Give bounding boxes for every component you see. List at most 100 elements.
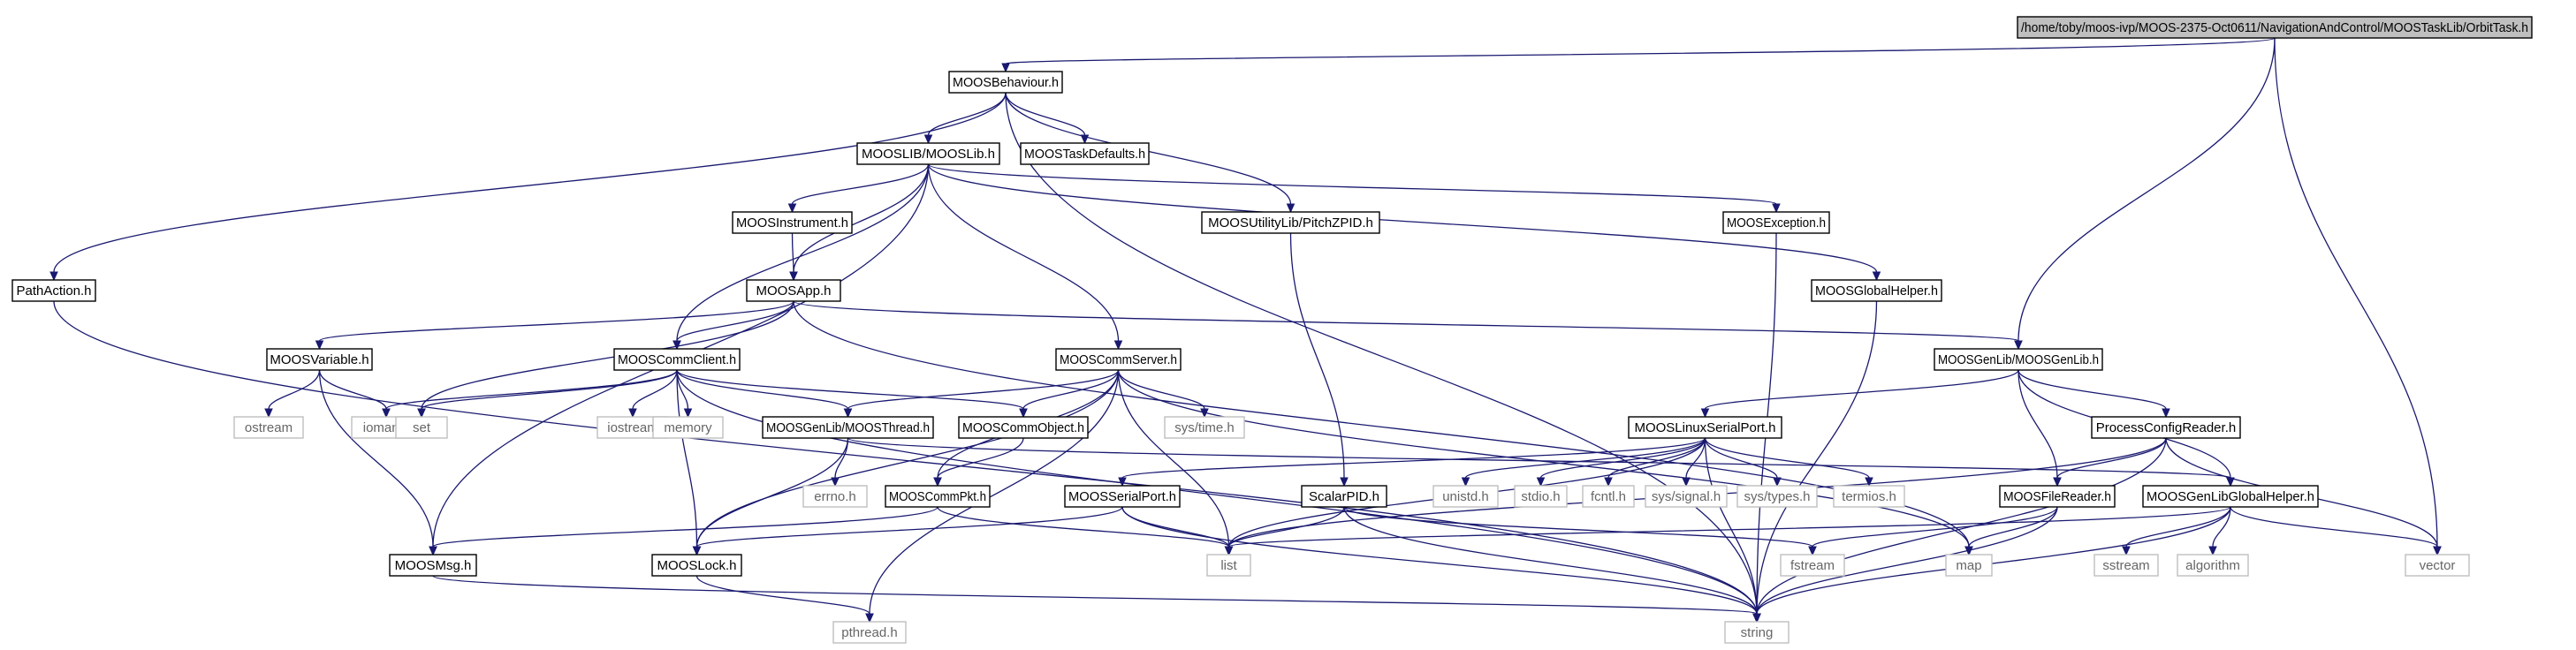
edge-commserver-to-thread [843,369,1120,419]
node-box [11,279,96,302]
edge-line [676,369,698,548]
edge-line [927,163,1120,342]
edges-layer [49,37,2442,624]
node-label: iostream [607,420,658,435]
edge-line [1022,369,1120,410]
node-box [1432,485,1499,508]
edge-line [1812,506,2058,548]
edge-arrowhead [417,408,426,419]
edge-moostasklib-to-commserver [927,163,1123,351]
node-commserver[interactable]: MOOSCommServer.h [1055,348,1182,371]
node-label: pthread.h [841,625,897,640]
edge-arrowhead [2208,546,2217,556]
node-mooslock[interactable]: MOOSLock.h [651,554,742,577]
edge-thread-to-errno [831,437,849,488]
edge-mooslock-to-pthread [695,575,874,624]
node-box [1722,211,1830,234]
edge-line [2274,37,2438,548]
node-scalarpid[interactable]: ScalarPID.h [1301,485,1387,508]
edge-arrowhead [672,340,681,351]
edge-arrowhead [2162,408,2170,419]
node-globalhelper[interactable]: MOOSGlobalHelper.h [1811,279,1942,302]
edge-arrowhead [315,340,324,351]
edge-line [1227,506,2231,548]
node-box [732,211,853,234]
node-processconfig[interactable]: ProcessConfigReader.h [2091,416,2241,439]
edge-line [1005,92,1758,615]
edge-arrowhead [1340,477,1349,488]
edge-line [1704,369,2019,410]
edge-pitchzpid-to-scalarpid [1289,232,1349,488]
node-app[interactable]: MOOSApp.h [746,279,841,302]
node-linuxserial[interactable]: MOOSLinuxSerialPort.h [1628,416,1782,439]
edge-line [1121,506,1230,548]
node-box [1301,485,1387,508]
node-pathaction[interactable]: PathAction.h [11,279,96,302]
node-label: MOOSGenLib/MOOSThread.h [766,420,930,435]
edge-commclient-to-mooslock [676,369,702,556]
node-filereader[interactable]: MOOSFileReader.h [1999,485,2116,508]
node-genlib[interactable]: MOOSGenLib/MOOSGenLib.h [1934,348,2103,371]
node-ostream: ostream [233,416,304,439]
node-commpkt[interactable]: MOOSCommPkt.h [885,485,991,508]
node-stdio: stdio.h [1514,485,1568,508]
edge-arrowhead [2053,477,2062,488]
node-root[interactable]: /home/toby/moos-ivp/MOOS-2375-Oct0611/Na… [2017,16,2533,39]
edge-line [1117,369,1970,548]
edge-arrowhead [2122,546,2131,556]
edge-line [2017,369,2167,410]
edge-line [1607,437,1706,479]
edge-commpkt-to-list [937,506,1234,556]
edge-line [1121,437,1706,479]
edge-commobject-to-commpkt [933,437,1024,488]
edge-arrowhead [1682,477,1691,488]
node-box [1064,485,1181,508]
node-commobject[interactable]: MOOSCommObject.h [958,416,1089,439]
node-pitchzpid[interactable]: MOOSUtilityLib/PitchZPID.h [1201,211,1380,234]
edge-line [1968,506,2058,548]
node-label: MOOSGlobalHelper.h [1815,283,1938,299]
node-box [266,348,373,371]
node-set: set [395,416,448,439]
node-exception[interactable]: MOOSException.h [1722,211,1830,234]
edge-line [937,506,1230,548]
node-box [1724,621,1790,644]
node-serialport[interactable]: MOOSSerialPort.h [1064,485,1181,508]
edge-filereader-to-fstream [1808,506,2058,556]
edge-line [869,369,1120,615]
edge-moostasklib-to-exception [927,163,1781,214]
edge-commpkt-to-moosmsg [429,506,938,556]
edge-moostasklib-to-commclient [672,163,930,351]
edge-moosmsg-to-string [432,575,1761,624]
node-box [2142,485,2319,508]
edge-line [927,163,1777,205]
node-box [1780,554,1845,577]
edge-commclient-to-thread [676,369,853,419]
node-label: MOOSCommClient.h [618,352,736,367]
node-box [613,348,741,371]
node-variable[interactable]: MOOSVariable.h [266,348,373,371]
edge-arrowhead [923,134,933,145]
node-box [2017,16,2533,39]
node-thread[interactable]: MOOSGenLib/MOOSThread.h [762,416,934,439]
node-box [885,485,991,508]
node-label: algorithm [2185,558,2240,573]
node-sstream: sstream [2093,554,2159,577]
node-label: list [1220,558,1237,573]
node-genlibglobalhelper[interactable]: MOOSGenLibGlobalHelper.h [2142,485,2319,508]
node-box [802,485,868,508]
node-behaviour[interactable]: MOOSBehaviour.h [948,71,1063,94]
node-label: PathAction.h [16,283,91,299]
edge-line [2056,437,2167,479]
node-vector: vector [2405,554,2470,577]
node-moosmsg[interactable]: MOOSMsg.h [389,554,477,577]
node-instrument[interactable]: MOOSInstrument.h [732,211,853,234]
node-box [1201,211,1380,234]
node-taskdefaults[interactable]: MOOSTaskDefaults.h [1020,142,1150,165]
node-label: sys/time.h [1174,420,1235,435]
node-commclient[interactable]: MOOSCommClient.h [613,348,741,371]
edge-line [847,369,1120,410]
node-moostasklib[interactable]: MOOSLIB/MOOSLib.h [856,142,1000,165]
edge-genlib-to-linuxserial [1700,369,2019,419]
node-fstream: fstream [1780,554,1845,577]
